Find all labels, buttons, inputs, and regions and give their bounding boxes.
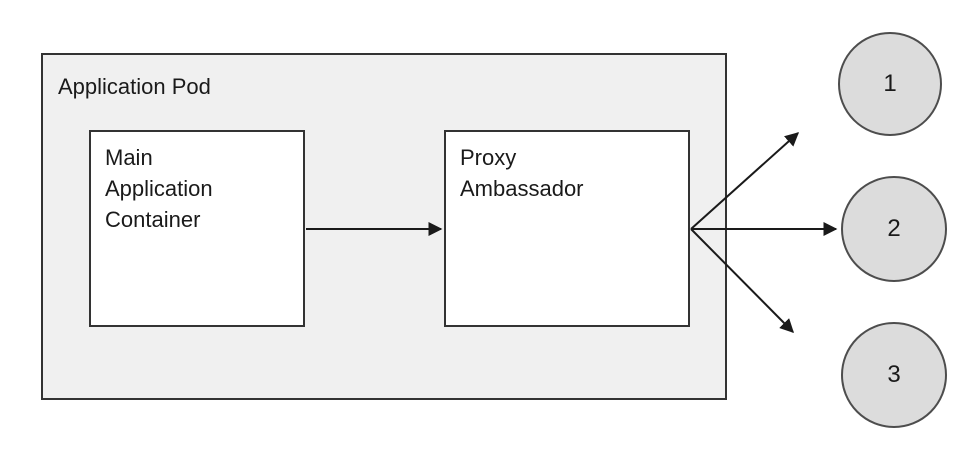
service-node-1[interactable]: 1 xyxy=(838,32,942,136)
service-node-3[interactable]: 3 xyxy=(841,322,947,428)
service-node-1-label: 1 xyxy=(883,70,897,97)
service-node-3-label: 3 xyxy=(887,361,901,388)
application-pod-label: Application Pod xyxy=(58,74,211,99)
main-application-container-label: Main Application Container xyxy=(105,145,213,232)
proxy-ambassador-node[interactable] xyxy=(444,130,690,327)
service-node-2-label: 2 xyxy=(887,215,901,242)
main-application-container-node[interactable] xyxy=(89,130,305,327)
service-node-2[interactable]: 2 xyxy=(841,176,947,282)
proxy-ambassador-label: Proxy Ambassador xyxy=(460,145,584,201)
